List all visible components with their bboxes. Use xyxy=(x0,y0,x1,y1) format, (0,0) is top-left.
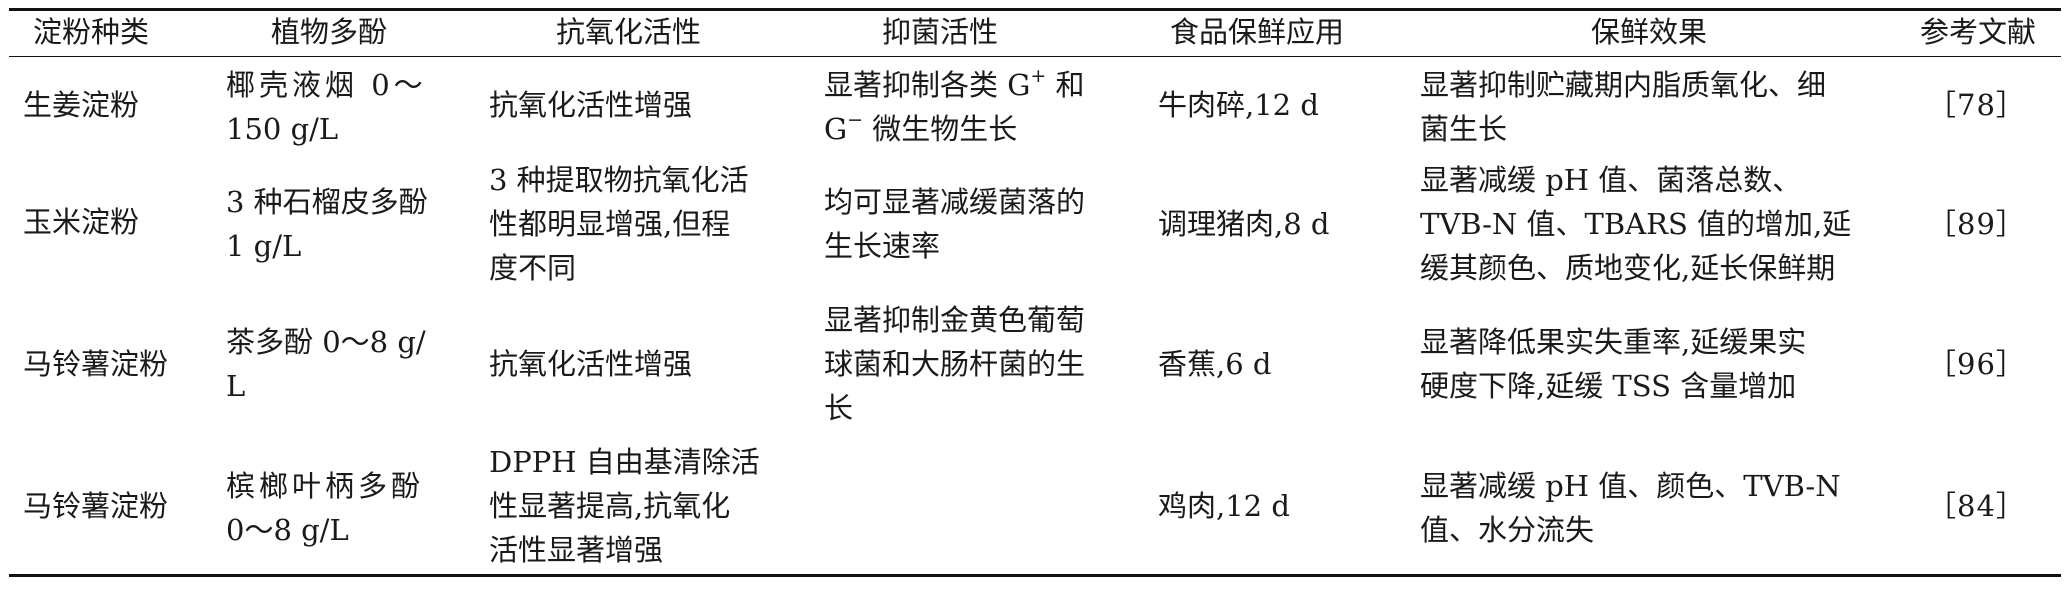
row4-reference: ［84］ xyxy=(1927,489,2026,523)
row3-starch: 马铃薯淀粉 xyxy=(23,347,169,381)
header-references: 参考文献 xyxy=(1920,15,2037,49)
row1-antibacterial-line2: G− 微生物生长 xyxy=(824,109,1018,147)
row4-polyphenol-line1: 槟榔叶柄多酚 xyxy=(226,469,425,503)
row2-application: 调理猪肉,8 d xyxy=(1158,207,1330,241)
row2-reference: ［89］ xyxy=(1927,207,2026,241)
row4-antioxidant-line1: DPPH 自由基清除活 xyxy=(489,445,760,479)
table-header-rule xyxy=(9,56,2061,57)
table-bottom-rule xyxy=(9,574,2061,577)
row3-polyphenol-line1: 茶多酚 0～8 g/ xyxy=(226,325,426,359)
row3-antibacterial-line1: 显著抑制金黄色葡萄 xyxy=(824,303,1086,337)
table-top-rule xyxy=(9,8,2061,11)
row2-antioxidant-line1: 3 种提取物抗氧化活 xyxy=(489,163,749,197)
header-antibacterial-activity: 抑菌活性 xyxy=(882,15,999,49)
row4-starch: 马铃薯淀粉 xyxy=(23,489,169,523)
row3-effect-line2: 硬度下降,延缓 TSS 含量增加 xyxy=(1420,369,1797,403)
row2-antibacterial-line2: 生长速率 xyxy=(824,229,941,263)
row3-application: 香蕉,6 d xyxy=(1158,347,1272,381)
row2-polyphenol-line1: 3 种石榴皮多酚 xyxy=(226,185,428,219)
row3-antioxidant: 抗氧化活性增强 xyxy=(489,347,693,381)
row4-antioxidant-line2: 性显著提高,抗氧化 xyxy=(489,489,731,523)
row1-polyphenol-line2: 150 g/L xyxy=(226,112,339,146)
row4-antioxidant-line3: 活性显著增强 xyxy=(489,533,664,567)
row3-polyphenol-line2: L xyxy=(226,369,246,403)
row4-polyphenol-line2: 0～8 g/L xyxy=(226,513,349,547)
header-antioxidant-activity: 抗氧化活性 xyxy=(556,15,702,49)
row3-effect-line1: 显著降低果实失重率,延缓果实 xyxy=(1420,325,1807,359)
header-plant-polyphenol: 植物多酚 xyxy=(271,15,388,49)
row4-application: 鸡肉,12 d xyxy=(1158,489,1290,523)
header-preservation-effect: 保鲜效果 xyxy=(1591,15,1708,49)
row2-effect-line1: 显著减缓 pH 值、菌落总数、 xyxy=(1420,163,1802,197)
row4-effect-line1: 显著减缓 pH 值、颜色、TVB-N xyxy=(1420,469,1841,503)
row2-antioxidant-line2: 性都明显增强,但程 xyxy=(489,207,731,241)
row1-effect-line2: 菌生长 xyxy=(1420,112,1508,146)
row1-antibacterial-line1: 显著抑制各类 G+ 和 xyxy=(824,65,1085,103)
row1-application: 牛肉碎,12 d xyxy=(1158,88,1319,122)
header-starch-type: 淀粉种类 xyxy=(33,15,150,49)
row2-polyphenol-line2: 1 g/L xyxy=(226,229,302,263)
row1-effect-line1: 显著抑制贮藏期内脂质氧化、细 xyxy=(1420,68,1827,102)
row1-polyphenol-line1: 椰壳液烟 0～ xyxy=(226,68,427,102)
row3-reference: ［96］ xyxy=(1927,347,2026,381)
row2-antibacterial-line1: 均可显著减缓菌落的 xyxy=(824,185,1086,219)
row3-antibacterial-line3: 长 xyxy=(824,391,854,425)
row1-reference: ［78］ xyxy=(1927,88,2026,122)
row1-starch: 生姜淀粉 xyxy=(23,88,140,122)
row4-effect-line2: 值、水分流失 xyxy=(1420,513,1595,547)
row2-effect-line2: TVB-N 值、TBARS 值的增加,延 xyxy=(1420,207,1852,241)
row2-starch: 玉米淀粉 xyxy=(23,205,140,239)
header-food-application: 食品保鲜应用 xyxy=(1170,15,1345,49)
row1-antioxidant: 抗氧化活性增强 xyxy=(489,88,693,122)
row2-effect-line3: 缓其颜色、质地变化,延长保鲜期 xyxy=(1420,251,1836,285)
row3-antibacterial-line2: 球菌和大肠杆菌的生 xyxy=(824,347,1086,381)
row2-antioxidant-line3: 度不同 xyxy=(489,251,577,285)
